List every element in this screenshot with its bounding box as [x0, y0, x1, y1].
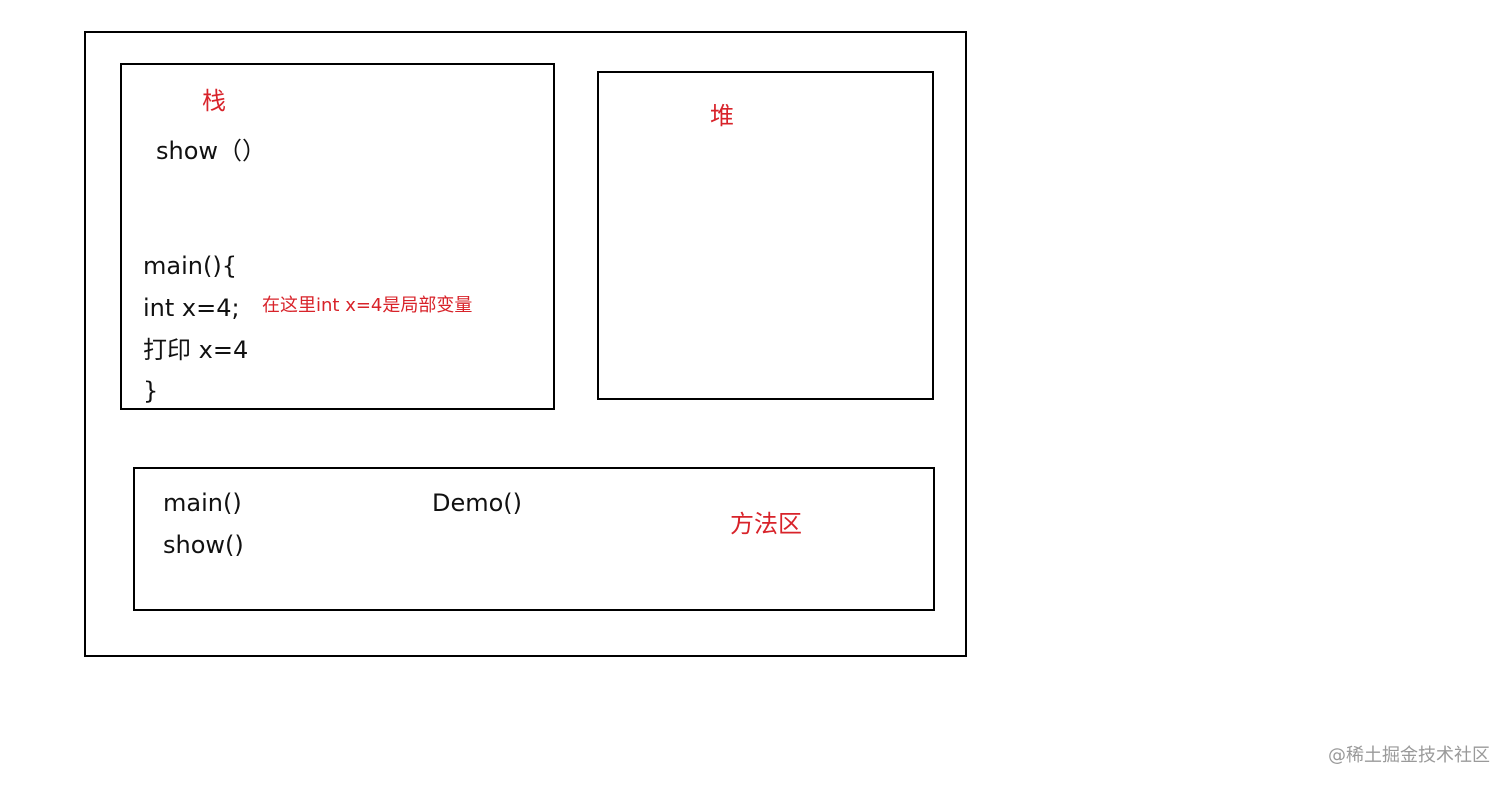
watermark-text: @稀土掘金技术社区 — [1328, 745, 1490, 766]
stack-main-line-4: } — [143, 377, 159, 405]
stack-main-line-3: 打印 x=4 — [143, 336, 249, 364]
method-area-item-demo: Demo() — [432, 489, 523, 517]
local-variable-note: 在这里int x=4是局部变量 — [262, 295, 473, 316]
jvm-memory-outer-box — [84, 31, 967, 657]
stack-box — [120, 63, 555, 410]
stack-frame-show: show（） — [156, 137, 267, 165]
heap-title: 堆 — [710, 102, 734, 130]
method-area-title: 方法区 — [730, 510, 802, 538]
stack-title: 栈 — [202, 87, 226, 115]
heap-box — [597, 71, 934, 400]
method-area-box — [133, 467, 935, 611]
stack-main-line-1: main(){ — [143, 252, 237, 280]
method-area-item-main: main() — [163, 489, 242, 517]
stack-main-line-2: int x=4; — [143, 294, 240, 322]
method-area-item-show: show() — [163, 531, 244, 559]
